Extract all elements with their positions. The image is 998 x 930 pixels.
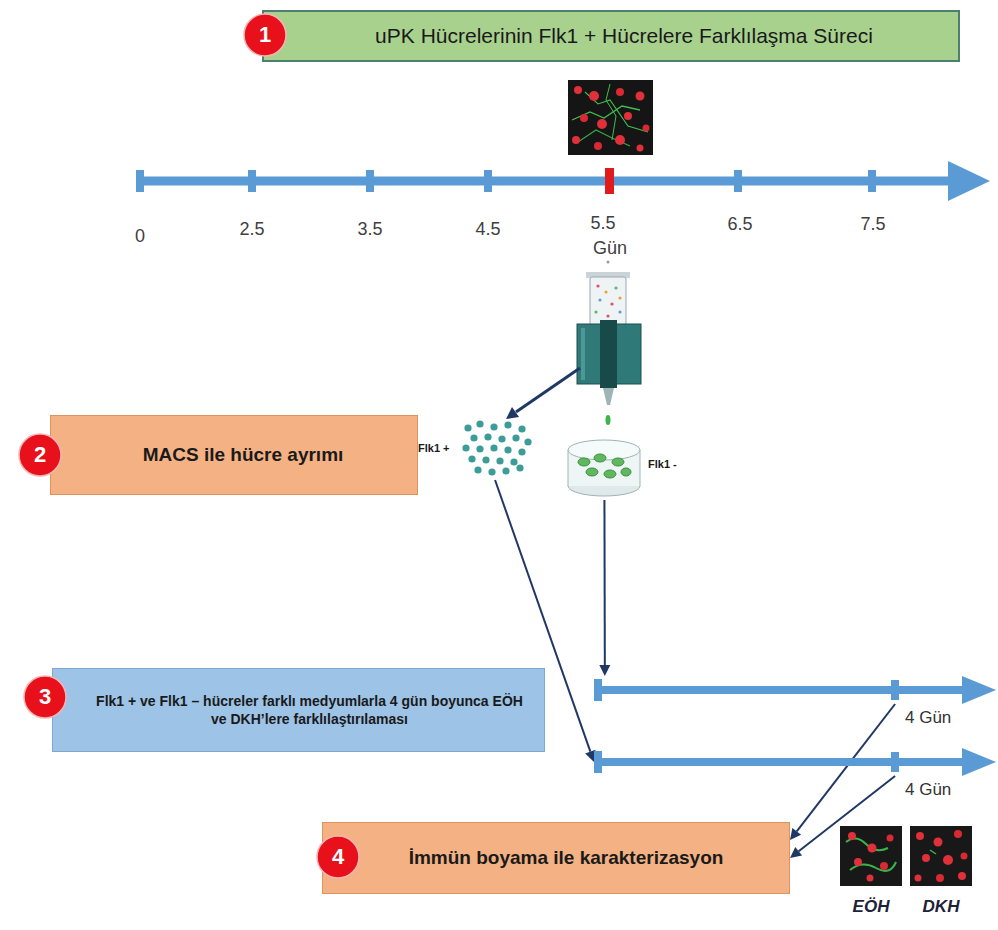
step-text: MACS ile hücre ayrımı [143, 443, 344, 468]
macs-column [577, 261, 641, 426]
cell-dish: Flk1 - [566, 432, 690, 500]
callout-circle: 4 [316, 835, 360, 879]
step-text: İmmün boyama ile karakterizasyon [409, 846, 724, 871]
cell-group-label: Flk1 + [418, 442, 450, 454]
connector-arrow [599, 500, 610, 676]
cell-group-label: Flk1 - [648, 458, 677, 470]
tick-label: 0 [135, 226, 145, 247]
micrograph-eoh [840, 826, 902, 886]
step-box: uPK Hücrelerinin Flk1 + Hücrelere Farklı… [262, 10, 960, 62]
connector-line [799, 776, 895, 851]
callout-number: 3 [39, 686, 51, 708]
tick-label: 4.5 [475, 219, 500, 240]
step-box: MACS ile hücre ayrımı [50, 415, 418, 495]
tick-label: 3.5 [357, 219, 382, 240]
duration-label: 4 Gün [905, 708, 951, 728]
callout-number: 2 [34, 444, 46, 466]
tick-label: 2.5 [239, 219, 264, 240]
connector-arrow [790, 704, 895, 840]
tick-label: 7.5 [860, 214, 885, 235]
micrograph-dkh [910, 826, 972, 886]
image-caption: DKH [923, 897, 960, 917]
bar-shape [594, 676, 996, 704]
step-box: İmmün boyama ile karakterizasyon [322, 822, 790, 894]
connector-line [603, 500, 605, 665]
tick-label: 6.5 [727, 214, 752, 235]
tick-label: Gün [593, 238, 627, 259]
tick-label: 5.5 [590, 213, 615, 234]
callout-circle: 2 [18, 433, 62, 477]
callout-number: 4 [332, 846, 344, 868]
duration-label: 4 Gün [905, 780, 951, 800]
timeline-bar: 4 Gün [594, 676, 996, 704]
arrow-head [585, 750, 595, 762]
connector-arrow [790, 776, 895, 858]
step-text: Flk1 + ve Flk1 – hücreler farklı medyuml… [89, 692, 530, 728]
connector-line [797, 704, 895, 831]
callout-circle: 3 [23, 675, 67, 719]
arrow-head [790, 828, 801, 840]
column-arrow [506, 368, 580, 419]
step-box: Flk1 + ve Flk1 – hücreler farklı medyuml… [52, 668, 545, 752]
callout-circle: 1 [243, 13, 287, 57]
micrograph-top [568, 80, 653, 155]
arrow-head [790, 847, 802, 858]
callout-number: 1 [259, 24, 271, 46]
main-timeline [136, 161, 990, 201]
image-caption: EÖH [853, 897, 890, 917]
timeline-bar: 4 Gün [594, 748, 996, 776]
step-text: uPK Hücrelerinin Flk1 + Hücrelere Farklı… [375, 22, 873, 49]
arrow-head [599, 665, 610, 676]
bar-shape [594, 748, 996, 776]
cell-group: Flk1 + [418, 418, 533, 480]
